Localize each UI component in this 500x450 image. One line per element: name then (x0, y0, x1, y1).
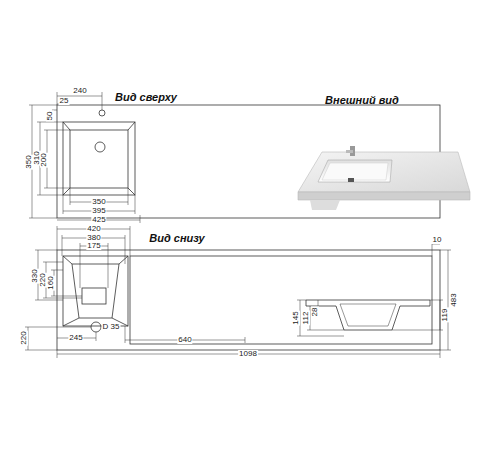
dimension-label: 240 (72, 87, 87, 95)
dimension-label: 50 (46, 111, 54, 122)
dimension-label: D 35 (102, 323, 121, 331)
dimension-label: 25 (59, 97, 70, 105)
view-title: Внешний вид (324, 95, 400, 106)
dimension-label: 28 (311, 307, 319, 318)
dimension-label: 200 (40, 152, 48, 167)
dimension-label: 145 (292, 310, 300, 325)
dimension-label: 395 (91, 207, 106, 215)
dimension-label: 220 (39, 272, 47, 287)
dimension-label: 640 (177, 336, 192, 344)
dimension-label: 330 (31, 268, 39, 283)
dimension-label: 350 (25, 154, 33, 169)
dimension-label: 112 (302, 311, 310, 326)
dimension-label: 483 (450, 292, 458, 307)
dimension-label: 1098 (238, 350, 258, 358)
view-title: Вид сверху (114, 92, 178, 103)
dimension-label: 10 (432, 236, 443, 244)
dimension-label: 380 (86, 234, 101, 242)
dimension-label: 160 (47, 275, 55, 290)
dimension-label: 425 (91, 216, 106, 224)
dimension-label: 420 (86, 225, 101, 233)
dimension-label: 220 (20, 330, 28, 345)
dimension-label: 245 (68, 334, 83, 342)
view-title: Вид снизу (148, 233, 205, 244)
dimension-label: 119 (441, 308, 449, 323)
dimension-label: 175 (86, 242, 101, 250)
dimension-label: 350 (91, 198, 106, 206)
